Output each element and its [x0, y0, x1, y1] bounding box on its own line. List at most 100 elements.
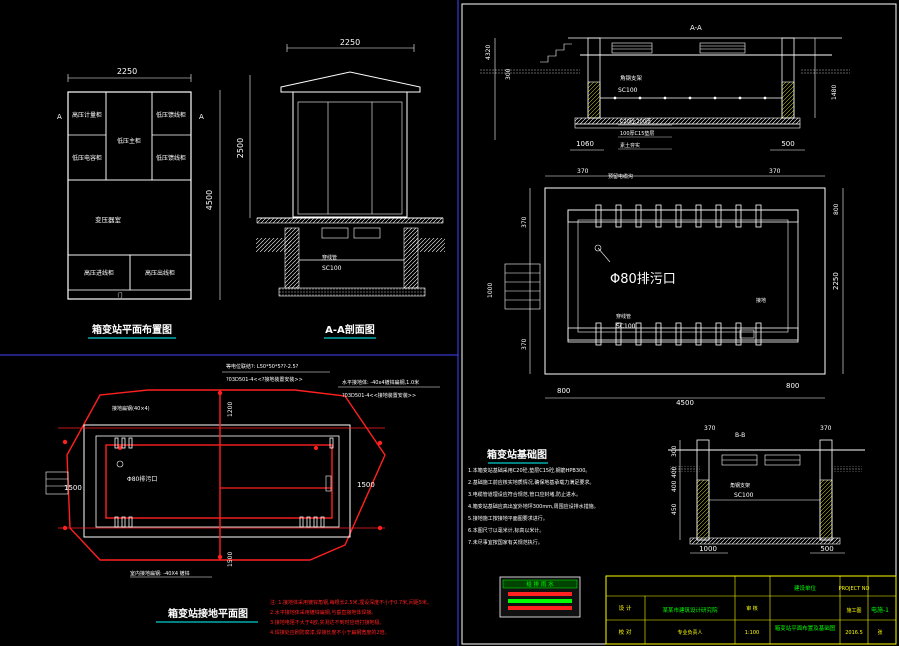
svg-text:电施-1: 电施-1 — [871, 606, 889, 614]
section-aa-title: A-A剖面图 — [325, 323, 375, 336]
svg-text:A: A — [199, 113, 204, 121]
svg-text:A-A: A-A — [690, 24, 702, 32]
svg-text:1500: 1500 — [64, 484, 82, 492]
svg-text:C20砼,200厚: C20砼,200厚 — [620, 118, 651, 125]
plan-outline — [67, 91, 192, 300]
svg-text:SC100: SC100 — [616, 323, 636, 330]
foundation-drain-label: Φ80排污口 — [610, 272, 676, 287]
svg-text:PROJECT NO: PROJECT NO — [839, 586, 870, 592]
svg-text:400: 400 — [671, 480, 678, 492]
svg-text:3.接地电阻不大于4欧,实测达不到时应增打接地极。: 3.接地电阻不大于4欧,实测达不到时应增打接地极。 — [270, 619, 385, 626]
svg-text:给 排 雨 水: 给 排 雨 水 — [526, 580, 554, 588]
svg-text:6.本图尺寸以毫米计,标高以米计。: 6.本图尺寸以毫米计,标高以米计。 — [468, 527, 544, 534]
svg-text:2.基础施工前应核实地质情况,确保地基承载力满足要求。: 2.基础施工前应核实地质情况,确保地基承载力满足要求。 — [468, 479, 594, 486]
svg-text:1200: 1200 — [227, 402, 234, 417]
svg-text:?03D501-4<<接地装置安装>>: ?03D501-4<<接地装置安装>> — [342, 392, 416, 399]
plan-dim-width: 2250 — [117, 67, 137, 76]
svg-text:370: 370 — [820, 425, 832, 432]
svg-text:1000: 1000 — [699, 545, 717, 553]
svg-text:等电位联结?: L50*50*5??-2.5?: 等电位联结?: L50*50*5??-2.5? — [226, 363, 299, 370]
svg-text:800: 800 — [833, 203, 840, 215]
svg-text:400: 400 — [671, 466, 678, 478]
room-lv-cap: 低压电容柜 — [72, 154, 102, 162]
svg-text:SC100: SC100 — [322, 265, 342, 272]
foundation-plan: Φ80排污口 接地 穿线管 SC100 预留电缆沟 370 370 4500 8… — [487, 168, 844, 407]
svg-text:B-B: B-B — [735, 432, 745, 439]
svg-text:穿线管: 穿线管 — [322, 254, 337, 261]
svg-text:1.本箱变站基础采用C20砼,垫层C15砼,钢筋HPB300: 1.本箱变站基础采用C20砼,垫层C15砼,钢筋HPB300。 — [468, 467, 590, 474]
svg-text:水平接地体: -40x4镀锌扁钢,1.0米: 水平接地体: -40x4镀锌扁钢,1.0米 — [342, 379, 419, 386]
plan-title: 箱变站平面布置图 — [92, 323, 172, 336]
svg-text:800: 800 — [786, 382, 799, 390]
svg-text:4.箱变站基础应高出室外地坪300mm,周围应设排水措施。: 4.箱变站基础应高出室外地坪300mm,周围应设排水措施。 — [468, 503, 599, 510]
svg-text:门: 门 — [117, 292, 122, 299]
svg-text:素土夯实: 素土夯实 — [620, 142, 640, 149]
svg-text:3.电缆管道埋设应符合规范,管口应封堵,防止进水。: 3.电缆管道埋设应符合规范,管口应封堵,防止进水。 — [468, 491, 581, 498]
room-lv-main: 低压主柜 — [117, 137, 141, 145]
svg-text:设 计: 设 计 — [619, 604, 632, 612]
svg-text:500: 500 — [820, 545, 833, 553]
svg-text:某某市建筑设计研究院: 某某市建筑设计研究院 — [662, 606, 718, 614]
room-hv-in: 高压进线柜 — [84, 269, 114, 277]
svg-text:预留电缆沟: 预留电缆沟 — [608, 173, 633, 180]
title-block: 某某市建筑设计研究院 建设单位 箱变站平面布置及基础图 电施-1 PROJECT… — [605, 575, 897, 645]
room-hv-out: 高压出线柜 — [145, 269, 175, 277]
svg-text:穿线管: 穿线管 — [616, 313, 631, 320]
svg-text:500: 500 — [781, 140, 794, 148]
svg-text:4.焊接处应刷防腐漆,焊接长度不小于扁钢宽度的2倍。: 4.焊接处应刷防腐漆,焊接长度不小于扁钢宽度的2倍。 — [270, 629, 390, 636]
svg-text:室内接地扁钢: -40X4 镀锌: 室内接地扁钢: -40X4 镀锌 — [130, 570, 190, 577]
svg-text:4500: 4500 — [676, 399, 694, 407]
plan-dim-height: 4500 — [205, 190, 214, 210]
room-hv-meter: 高压计量柜 — [72, 111, 102, 119]
svg-text:370: 370 — [577, 168, 589, 175]
grounding-plan: Φ80排污口 1500 1500 1200 1500 室内接地扁钢: -40X4… — [45, 363, 440, 636]
svg-text:1500: 1500 — [227, 552, 234, 567]
svg-text:Φ80排污口: Φ80排污口 — [127, 475, 157, 483]
svg-text:建设单位: 建设单位 — [794, 584, 817, 592]
svg-text:100厚C15垫层: 100厚C15垫层 — [620, 130, 654, 137]
legend-box: 给 排 雨 水 — [499, 576, 581, 618]
svg-text:接地扁钢(40×4): 接地扁钢(40×4) — [112, 405, 150, 412]
svg-text:施工图: 施工图 — [846, 607, 861, 614]
svg-text:300: 300 — [671, 445, 678, 457]
svg-text:专业负责人: 专业负责人 — [677, 629, 702, 636]
svg-text:300: 300 — [505, 68, 512, 80]
svg-text:1000: 1000 — [487, 283, 494, 298]
grounding-plan-title: 箱变站接地平面图 — [168, 607, 248, 620]
svg-text:2016.5: 2016.5 — [845, 630, 863, 636]
svg-text:450: 450 — [671, 503, 678, 515]
room-lv-out1: 低压馈线柜 — [156, 111, 186, 119]
svg-text:1480: 1480 — [831, 85, 838, 100]
svg-text:角钢支架: 角钢支架 — [620, 74, 643, 82]
svg-text:370: 370 — [769, 168, 781, 175]
svg-text:注: 1.接地体采用镀锌角钢,每根长2.5米,埋设深度不小于: 注: 1.接地体采用镀锌角钢,每根长2.5米,埋设深度不小于0.7米,间距5米。 — [270, 599, 432, 606]
svg-text:1:100: 1:100 — [745, 630, 759, 636]
foundation-title: 箱变站基础图 — [487, 448, 547, 461]
section-bb: B-B 角钢支架 SC100 1000 500 370 370 300 450 … — [668, 425, 865, 554]
room-transformer: 变压器室 — [95, 215, 122, 224]
room-lv-out2: 低压馈线柜 — [156, 154, 186, 162]
svg-text:370: 370 — [521, 338, 528, 350]
plan-layout: 2250 4500 A A 高压计量柜 低压主柜 低压馈线柜 低压电容柜 低压馈… — [57, 67, 221, 339]
foundation-notes: 箱变站基础图 1.本箱变站基础采用C20砼,垫层C15砼,钢筋HPB300。 2… — [468, 448, 599, 546]
svg-text:7.未尽事宜按国家有关规范执行。: 7.未尽事宜按国家有关规范执行。 — [468, 539, 543, 546]
svg-text:2250: 2250 — [832, 272, 840, 290]
section-aa: 2250 2500 穿线管 SC100 A-A剖面图 — [236, 38, 445, 339]
svg-text:2.水平接地体采用镀锌扁钢,与垂直接地体焊接。: 2.水平接地体采用镀锌扁钢,与垂直接地体焊接。 — [270, 609, 376, 616]
svg-text:角钢支架: 角钢支架 — [730, 482, 750, 489]
svg-text:5.接地施工按接地平面图要求进行。: 5.接地施工按接地平面图要求进行。 — [468, 515, 548, 522]
foundation-section-aa: A-A 角钢支架 SC100 C20砼,200厚 100厚C15垫层 素土夯实 — [480, 24, 850, 151]
svg-text:2250: 2250 — [340, 38, 360, 47]
svg-text:370: 370 — [704, 425, 716, 432]
svg-text:4320: 4320 — [485, 45, 492, 60]
svg-text:370: 370 — [521, 216, 528, 228]
svg-text:1500: 1500 — [357, 481, 375, 489]
svg-text:SC100: SC100 — [618, 87, 638, 94]
svg-text:1060: 1060 — [576, 140, 594, 148]
svg-text:SC100: SC100 — [734, 492, 754, 499]
svg-text:张: 张 — [877, 629, 882, 636]
svg-text:?03D501-4<<?接地装置安装>>: ?03D501-4<<?接地装置安装>> — [226, 376, 303, 383]
svg-text:800: 800 — [557, 387, 570, 395]
svg-text:校 对: 校 对 — [619, 628, 632, 636]
